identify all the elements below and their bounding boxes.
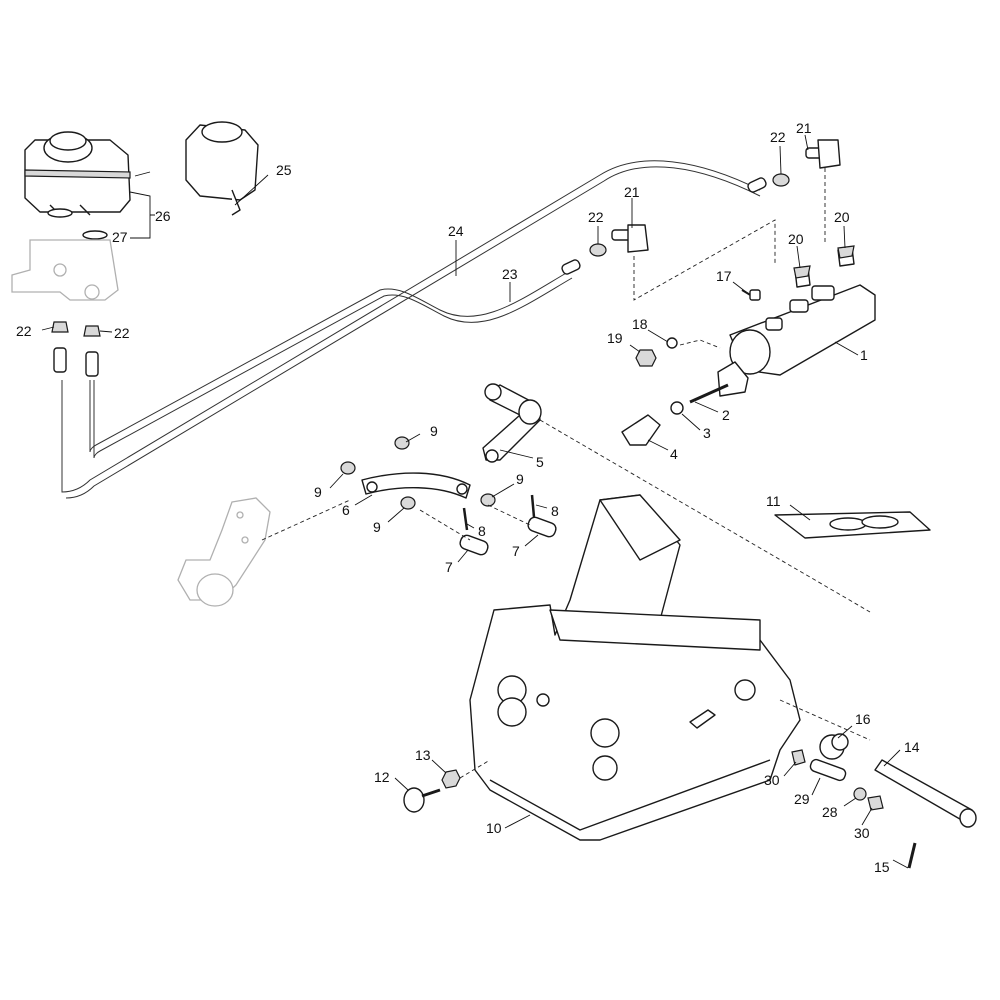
bolt-30a (791, 749, 806, 766)
hose-24 (61, 160, 761, 499)
assembly-line-6 (419, 504, 531, 541)
callout-16: 16 (855, 711, 871, 727)
callout-15: 15 (874, 859, 890, 875)
callout-8a: 8 (478, 523, 486, 539)
callout-18: 18 (632, 316, 648, 332)
shaft-14 (874, 759, 977, 828)
callout-6: 6 (342, 502, 350, 518)
callout-24: 24 (448, 223, 464, 239)
callout-29: 29 (794, 791, 810, 807)
callout-20b: 20 (834, 209, 850, 225)
pedal-frame (469, 494, 801, 841)
callout-17: 17 (716, 268, 732, 284)
bolt-30b (867, 795, 884, 811)
callout-11: 11 (766, 493, 781, 509)
washer-9a (340, 461, 356, 475)
bolt-17 (741, 289, 761, 301)
pin-7b (527, 516, 557, 538)
callout-22a: 22 (16, 323, 32, 339)
washer-28 (853, 787, 867, 801)
nut-22-left-b (83, 325, 101, 337)
callout-14: 14 (904, 739, 920, 755)
fluid-reservoir (24, 131, 131, 216)
bolt-12 (403, 787, 441, 813)
callout-22b: 22 (114, 325, 130, 341)
callout-22c: 22 (588, 209, 604, 225)
callout-3: 3 (703, 425, 711, 441)
nut-22-right-a (589, 243, 607, 257)
hose-23 (89, 271, 573, 459)
reservoir-hose-clips (47, 208, 108, 240)
assembly-line-3 (679, 339, 721, 349)
callout-9b: 9 (314, 484, 322, 500)
washer-9c (400, 496, 416, 510)
banjo-fitting-21a (611, 224, 649, 253)
fitting-20b (837, 245, 855, 267)
hose-end-right-b (747, 177, 767, 193)
hose-end-right-a (561, 259, 581, 275)
hose-end-left-b (85, 351, 99, 377)
callout-8b: 8 (551, 503, 559, 519)
washer-9b (394, 436, 410, 450)
assembly-line-5 (539, 419, 871, 613)
push-rod (689, 383, 729, 404)
cotter-pin-8a (462, 507, 469, 531)
bushing-16 (819, 733, 849, 760)
nut-22-right-b (772, 173, 790, 187)
callout-19: 19 (607, 330, 623, 346)
assembly-line-7 (459, 759, 491, 779)
leader-lines (41, 134, 909, 869)
pin-7a (459, 534, 489, 556)
callout-10: 10 (486, 820, 502, 836)
washer-18 (666, 337, 678, 349)
callout-2: 2 (722, 407, 730, 423)
callout-12: 12 (374, 769, 390, 785)
callout-26: 26 (155, 208, 171, 224)
master-cylinder (717, 284, 876, 397)
pedal-lever (482, 383, 542, 463)
pedal-ghost (177, 497, 271, 607)
washer-9d (480, 493, 496, 507)
assembly-line-8 (779, 699, 871, 741)
callout-13: 13 (415, 747, 431, 763)
callout-30b: 30 (854, 825, 870, 841)
assembly-line-1 (633, 219, 776, 301)
gasket (774, 511, 931, 539)
banjo-fitting-21b (805, 139, 841, 169)
reservoir-bracket (11, 239, 119, 301)
nut-13 (441, 769, 461, 789)
callout-28: 28 (822, 804, 838, 820)
callout-22d: 22 (770, 129, 786, 145)
callout-21b: 21 (796, 120, 812, 136)
callout-21a: 21 (624, 184, 640, 200)
callout-9c: 9 (373, 519, 381, 535)
callout-7b: 7 (512, 543, 520, 559)
clevis (621, 414, 661, 446)
callout-4: 4 (670, 446, 678, 462)
nut-19 (635, 349, 657, 367)
callout-30a: 30 (764, 772, 780, 788)
fitting-20a (793, 265, 811, 288)
pin-29 (809, 758, 847, 782)
callout-1: 1 (860, 347, 868, 363)
callout-5: 5 (536, 454, 544, 470)
callout-7a: 7 (445, 559, 453, 575)
reservoir-cap (185, 121, 259, 216)
callout-9a: 9 (430, 423, 438, 439)
callout-9d: 9 (516, 471, 524, 487)
callout-23: 23 (502, 266, 518, 282)
pin-15 (907, 842, 917, 869)
callout-25: 25 (276, 162, 292, 178)
callout-labels: 1 2 3 4 5 6 7 7 8 8 9 9 9 9 10 11 12 13 … (16, 120, 920, 875)
nut-22-left-a (51, 321, 69, 333)
callout-27: 27 (112, 229, 128, 245)
hose-end-left-a (53, 347, 67, 373)
link-plate (361, 472, 471, 499)
assembly-line-4 (261, 499, 351, 541)
cotter-pin-8b (530, 494, 536, 518)
nut-3 (670, 401, 684, 415)
callout-20a: 20 (788, 231, 804, 247)
